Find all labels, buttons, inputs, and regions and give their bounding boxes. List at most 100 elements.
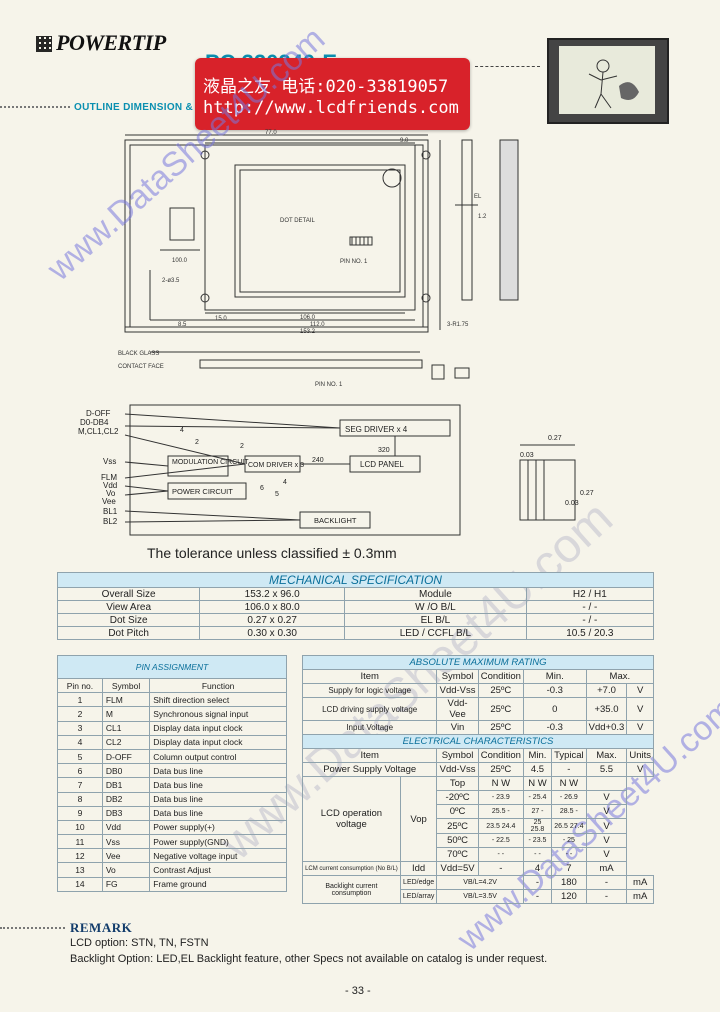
arrow-line: [475, 66, 540, 67]
contact-stamp: 液晶之友 电话:020-33819057 http://www.lcdfrien…: [195, 58, 470, 130]
pin-number: 9: [57, 805, 103, 821]
lcd-vop-symbol: Vop: [399, 776, 438, 862]
lcd-module-photo: [547, 38, 669, 124]
abs-units: V: [626, 683, 654, 698]
lcd-max: - -: [551, 847, 587, 862]
pin-symbol: DB1: [101, 777, 151, 793]
lcm-cell: 4: [522, 861, 553, 876]
outline-drawing: 77.0 9.0 DOT DETAIL PIN NO. 1 2-ø3.5 100…: [78, 130, 594, 536]
pin-function: Shift direction select: [149, 692, 287, 708]
lcd-typ: - 23.5: [522, 833, 553, 848]
pin-number: 4: [57, 734, 103, 750]
pin-number: 11: [57, 834, 103, 850]
contact-face-label: CONTACT FACE: [118, 364, 164, 370]
pin-title: PIN ASSIGNMENT: [57, 655, 287, 679]
remark-lcd-option: LCD option: STN, TN, FSTN: [70, 937, 209, 949]
pin-symbol: FG: [101, 876, 151, 892]
dim-9: 9.0: [400, 138, 409, 144]
pin-symbol: D-OFF: [101, 748, 151, 765]
lcd-typ: - -: [522, 847, 553, 862]
lcm-cell: mA: [585, 861, 628, 876]
abs-symbol: Vdd-Vss: [436, 683, 479, 698]
pin-number: 13: [57, 862, 103, 878]
lcd-top-min: N W: [477, 776, 524, 791]
page-number: - 33 -: [345, 985, 371, 997]
pin-symbol: Vo: [101, 862, 151, 878]
dim-85: 8.5: [178, 322, 187, 328]
dot-dim-a: 0.27: [548, 435, 562, 442]
abs-item: Input Voltage: [301, 720, 438, 735]
section-title: OUTLINE DIMENSION & BLOCK DIAGRAM: [74, 102, 287, 113]
lcd-typ: - 25.4: [522, 790, 553, 805]
elec-h-item: Item: [301, 748, 438, 763]
lcm-cell: -: [477, 861, 524, 876]
dim-3: 3-R1.75: [447, 322, 469, 328]
elec-cell: 4.5: [522, 762, 553, 777]
backlight-item: Backlight current consumption: [302, 875, 401, 904]
mech-cell: H2 / H1: [525, 587, 655, 601]
lcd-cond: 50ºC: [436, 833, 479, 848]
sig-bl1: BL1: [103, 507, 118, 516]
abs-cond: 25ºC: [477, 720, 524, 735]
mech-cell: EL B/L: [344, 613, 527, 627]
sig-doff: D-OFF: [86, 409, 111, 418]
elec-cell: -: [551, 762, 587, 777]
remark-divider: [0, 927, 65, 929]
bl-units: mA: [626, 875, 654, 890]
pin1-label-side: PIN NO. 1: [315, 382, 343, 388]
abs-h-max: Max.: [585, 669, 655, 684]
mech-cell: Dot Size: [56, 613, 201, 627]
lcd-vop-item: LCD operation voltage: [302, 776, 401, 862]
com-driver-block: COM DRIVER x 3: [248, 462, 304, 469]
pin-number: 5: [57, 748, 103, 765]
black-glass-label: BLACK GLASS: [118, 351, 159, 357]
pin-symbol: Vdd: [101, 819, 151, 836]
lcd-min: - -: [477, 847, 524, 862]
pin-number: 10: [57, 819, 103, 836]
seg-driver-block: SEG DRIVER x 4: [345, 425, 408, 434]
pin-function: Column output control: [149, 748, 287, 765]
abs-min: -0.3: [522, 683, 587, 698]
abs-item: LCD driving supply voltage: [301, 697, 438, 721]
pin-function: Data bus line: [149, 763, 287, 779]
dim-112: 112.0: [310, 322, 325, 328]
elec-h-symbol: Symbol: [436, 748, 479, 763]
mech-cell: 153.2 x 96.0: [199, 587, 346, 601]
elec-cell: 25ºC: [477, 762, 524, 777]
stamp-url[interactable]: http://www.lcdfriends.com: [203, 98, 459, 118]
pin-symbol: DB3: [101, 805, 151, 821]
mech-cell: - / -: [525, 600, 655, 614]
bl-max: -: [585, 889, 628, 904]
pin-symbol: CL1: [101, 720, 151, 736]
bl-typ: 180: [551, 875, 587, 890]
elec-h-cond: Condition: [477, 748, 524, 763]
remark-title: REMARK: [70, 920, 133, 935]
lcd-units: V: [585, 833, 628, 848]
bl-units: mA: [626, 889, 654, 904]
abs-cond: 25ºC: [477, 683, 524, 698]
lcd-cond: 0ºC: [436, 804, 479, 819]
bl-min: -: [522, 875, 553, 890]
elec-title: ELECTRICAL CHARACTERISTICS: [302, 734, 654, 749]
bus-count-2b: 2: [240, 443, 244, 450]
pin-function: Data bus line: [149, 805, 287, 821]
brand-logo: POWERTIP: [36, 30, 166, 56]
pin-function: Data bus line: [149, 791, 287, 807]
mech-cell: View Area: [56, 600, 201, 614]
